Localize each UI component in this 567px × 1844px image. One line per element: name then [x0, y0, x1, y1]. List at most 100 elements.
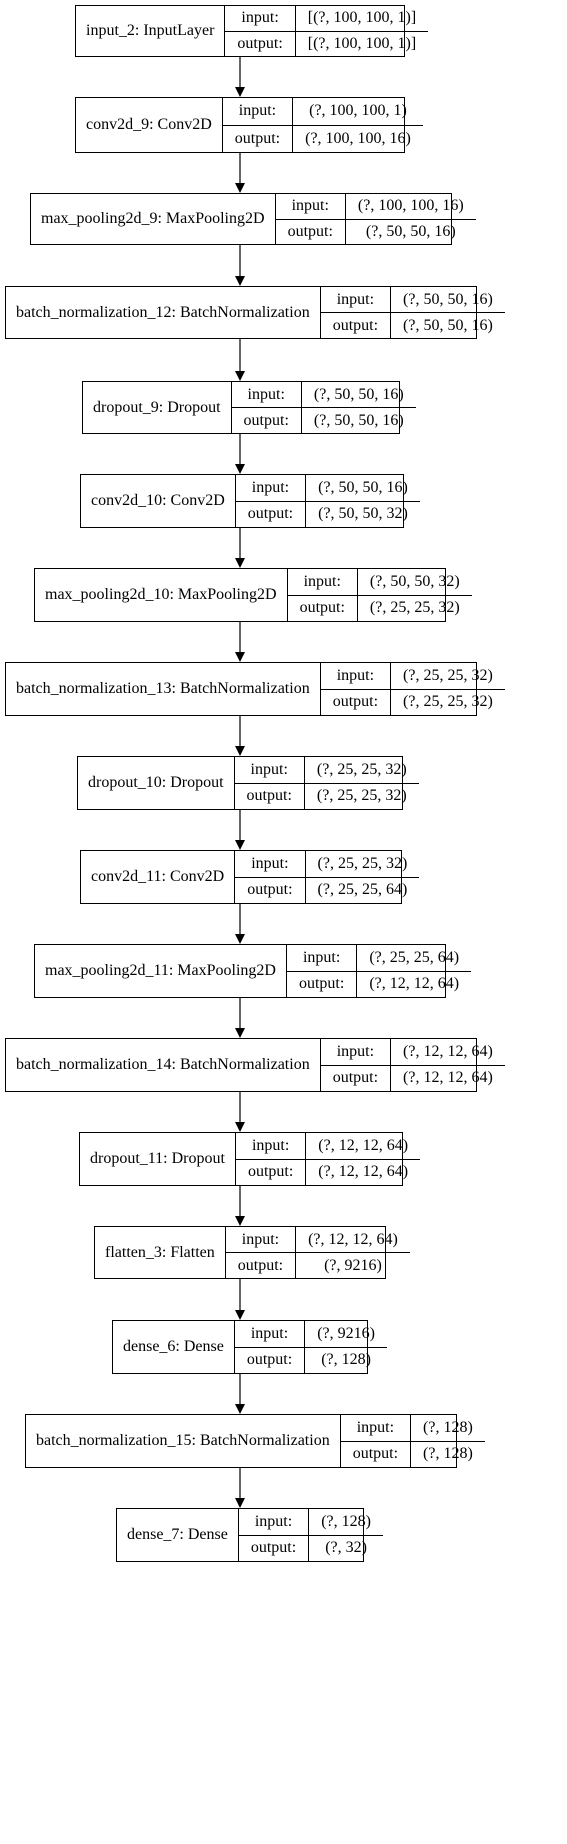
input-shape: (?, 25, 25, 32)	[305, 851, 420, 878]
io-labels: input: output:	[287, 569, 358, 621]
input-label: input:	[235, 851, 305, 878]
output-label: output:	[247, 505, 294, 523]
input-shape: (?, 100, 100, 1)	[293, 98, 423, 126]
input-label: input:	[320, 663, 391, 690]
input-shape: (?, 25, 25, 64)	[357, 945, 472, 972]
io-labels: input:output:	[234, 757, 305, 809]
arrowhead-8	[235, 840, 245, 850]
io-values: (?, 25, 25, 64) (?, 12, 12, 64)	[357, 945, 472, 997]
output-shape: (?, 12, 12, 64)	[318, 1163, 409, 1181]
input-shape: (?, 25, 25, 32)	[304, 757, 419, 784]
arrowhead-15	[235, 1498, 245, 1508]
input-shape: (?, 128)	[309, 1509, 383, 1536]
io-labels: input:output:	[320, 287, 392, 338]
layer-name: max_pooling2d_9: MaxPooling2D	[31, 194, 276, 244]
arrowhead-4	[235, 464, 245, 474]
input-label: input:	[222, 98, 293, 126]
output-shape: [(?, 100, 100, 1)]	[307, 34, 417, 52]
io-values: (?, 50, 50, 16)(?, 50, 50, 16)	[391, 287, 505, 338]
input-shape: (?, 128)	[411, 1415, 485, 1442]
layer-name: batch_normalization_14: BatchNormalizati…	[6, 1039, 321, 1091]
arrowhead-7	[235, 746, 245, 756]
input-label: input:	[234, 1321, 305, 1348]
arrowhead-2	[235, 276, 245, 286]
layer-name: batch_normalization_12: BatchNormalizati…	[6, 287, 321, 338]
arrowhead-3	[235, 371, 245, 381]
arrowhead-5	[235, 558, 245, 568]
input-shape: (?, 100, 100, 16)	[345, 194, 476, 220]
output-label: output:	[332, 1069, 379, 1087]
input-label: input:	[275, 194, 345, 220]
io-labels: input:output:	[225, 6, 296, 56]
input-shape: (?, 12, 12, 64)	[296, 1227, 410, 1253]
arrowhead-0	[235, 87, 245, 97]
input-label: input:	[340, 1415, 411, 1442]
output-label: output:	[250, 1539, 297, 1557]
io-labels: input:output:	[222, 98, 294, 152]
output-shape: (?, 12, 12, 64)	[369, 975, 460, 993]
io-values: [(?, 100, 100, 1)] [(?, 100, 100, 1)]	[295, 6, 429, 56]
layer-node-batch-normalization-15: batch_normalization_15: BatchNormalizati…	[25, 1414, 485, 1468]
output-shape: (?, 25, 25, 32)	[316, 787, 407, 805]
io-values: (?, 50, 50, 16) (?, 50, 50, 32)	[306, 475, 420, 527]
layer-name: batch_normalization_13: BatchNormalizati…	[6, 663, 321, 715]
output-label: output:	[332, 693, 379, 711]
io-labels: input:output:	[225, 1227, 297, 1278]
input-label: input:	[287, 569, 357, 596]
input-label: input:	[238, 1509, 309, 1536]
layer-name: dropout_11: Dropout	[80, 1133, 236, 1185]
output-shape: (?, 25, 25, 32)	[403, 693, 493, 711]
output-shape: (?, 32)	[325, 1539, 367, 1557]
input-label: input:	[320, 287, 391, 313]
output-label: output:	[247, 1163, 294, 1181]
input-shape: [(?, 100, 100, 1)]	[295, 6, 429, 32]
io-labels: input: output:	[275, 194, 346, 244]
output-label: output:	[299, 599, 345, 617]
output-shape: (?, 50, 50, 16)	[313, 411, 404, 429]
output-label: output:	[287, 222, 333, 240]
input-label: input:	[320, 1039, 391, 1066]
io-values: (?, 12, 12, 64)(?, 12, 12, 64)	[391, 1039, 505, 1091]
io-labels: input:output:	[286, 945, 358, 997]
io-values: (?, 12, 12, 64)(?, 12, 12, 64)	[306, 1133, 421, 1185]
io-labels: input: output:	[238, 1509, 310, 1561]
output-shape: (?, 100, 100, 16)	[305, 129, 411, 147]
output-shape: (?, 25, 25, 32)	[369, 599, 460, 617]
layer-name: batch_normalization_15: BatchNormalizati…	[26, 1415, 341, 1467]
input-label: input:	[235, 475, 306, 502]
io-values: (?, 25, 25, 32)(?, 25, 25, 32)	[391, 663, 505, 715]
io-values: (?, 9216)(?, 128)	[305, 1321, 387, 1373]
input-shape: (?, 9216)	[305, 1321, 387, 1348]
output-shape: (?, 128)	[423, 1445, 473, 1463]
io-labels: input: output:	[320, 663, 392, 715]
arrowhead-11	[235, 1122, 245, 1132]
layer-name: conv2d_9: Conv2D	[76, 98, 223, 152]
io-labels: input: output:	[235, 475, 307, 527]
input-shape: (?, 50, 50, 32)	[357, 569, 472, 596]
input-shape: (?, 50, 50, 16)	[391, 287, 505, 313]
input-shape: (?, 50, 50, 16)	[306, 475, 420, 502]
output-shape: (?, 50, 50, 32)	[318, 505, 408, 523]
arrowhead-14	[235, 1404, 245, 1414]
arrowhead-12	[235, 1216, 245, 1226]
io-labels: input: output:	[320, 1039, 392, 1091]
output-shape: (?, 50, 50, 16)	[365, 222, 456, 240]
arrowhead-6	[235, 652, 245, 662]
io-values: (?, 50, 50, 16)(?, 50, 50, 16)	[301, 382, 416, 433]
output-label: output:	[246, 1351, 293, 1369]
io-values: (?, 128) (?, 32)	[309, 1509, 383, 1561]
input-label: input:	[225, 1227, 296, 1253]
arrowhead-1	[235, 183, 245, 193]
